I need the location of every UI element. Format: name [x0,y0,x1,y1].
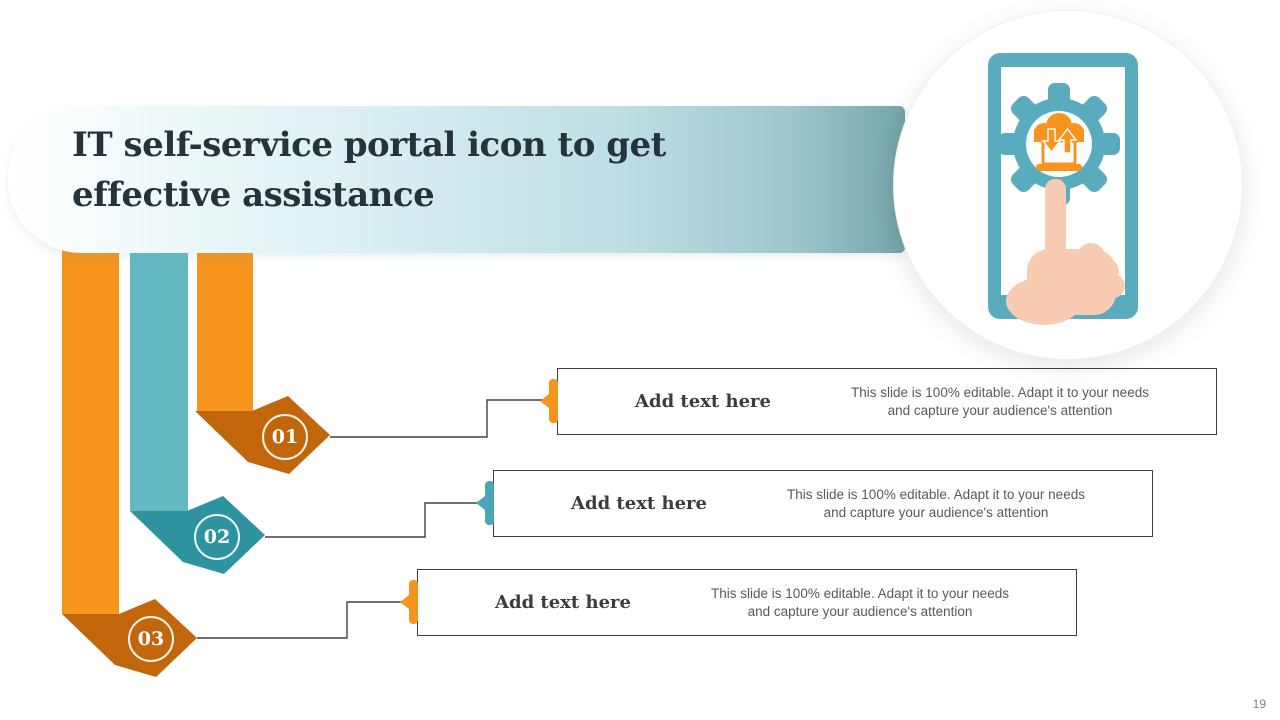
description-02-line2: and capture your audience's attention [823,504,1049,520]
description-03-line2: and capture your audience's attention [747,603,973,619]
description-01-line2: and capture your audience's attention [887,402,1113,418]
text-placeholder-box-03[interactable]: Add text here This slide is 100% editabl… [417,569,1077,636]
step-badge-01: 01 [262,414,308,460]
connector-03 [197,601,404,639]
box-marker-01 [549,379,558,423]
bar-right-orange [197,246,253,411]
description-02-line1: This slide is 100% editable. Adapt it to… [787,486,1085,502]
slide-title-line1: IT self-service portal icon to get [72,125,666,165]
add-text-label-03[interactable]: Add text here [495,592,631,613]
box-marker-arrow-01 [540,394,549,408]
step-number-02: 02 [203,526,231,548]
bar-middle-teal [130,246,188,511]
cloud-sync-laptop-icon [1034,113,1084,171]
bar-left-orange [62,246,119,614]
step-number-03: 03 [137,628,165,650]
hero-icon-circle [893,10,1243,360]
description-01-line1: This slide is 100% editable. Adapt it to… [851,384,1149,400]
box-marker-arrow-03 [400,595,409,609]
box-marker-arrow-02 [476,496,485,510]
page-number: 19 [1252,697,1266,711]
smartphone-gear-cloud-hand-icon [988,53,1138,325]
description-03: This slide is 100% editable. Adapt it to… [668,585,1052,621]
box-marker-02 [485,481,494,525]
connector-02 [265,502,480,538]
step-badge-02: 02 [194,514,240,560]
download-arrow-icon [1041,128,1062,154]
text-placeholder-box-01[interactable]: Add text here This slide is 100% editabl… [557,368,1217,435]
add-text-label-02[interactable]: Add text here [571,493,707,514]
description-03-line1: This slide is 100% editable. Adapt it to… [711,585,1009,601]
step-badge-03: 03 [128,616,174,662]
slide-title: IT self-service portal icon to get effec… [8,106,905,220]
slide-title-line2: effective assistance [72,175,435,215]
text-placeholder-box-02[interactable]: Add text here This slide is 100% editabl… [493,470,1153,537]
title-banner: IT self-service portal icon to get effec… [8,106,905,253]
add-text-label-01[interactable]: Add text here [635,391,771,412]
step-number-01: 01 [271,426,299,448]
connector-01 [330,399,544,438]
upload-arrow-icon [1057,127,1078,154]
pointing-hand-icon [1006,179,1125,325]
box-marker-03 [409,580,418,624]
description-02: This slide is 100% editable. Adapt it to… [744,486,1128,522]
description-01: This slide is 100% editable. Adapt it to… [808,384,1192,420]
